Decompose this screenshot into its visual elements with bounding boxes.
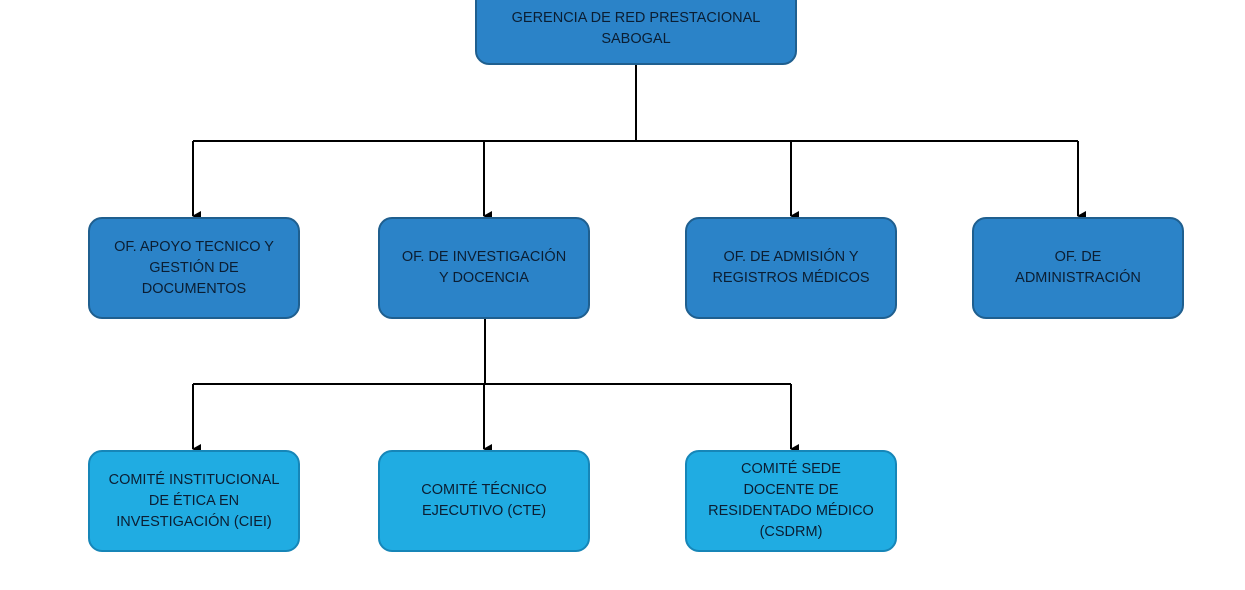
committee-node-ciei: COMITÉ INSTITUCIONAL DE ÉTICA EN INVESTI… — [88, 450, 300, 552]
committee-node-label: COMITÉ INSTITUCIONAL DE ÉTICA EN INVESTI… — [108, 471, 280, 530]
root-node-label: GERENCIA DE RED PRESTACIONAL SABOGAL — [511, 9, 761, 47]
committee-node-label: COMITÉ SEDE DOCENTE DE RESIDENTADO MÉDIC… — [708, 461, 874, 540]
office-node-admision: OF. DE ADMISIÓN Y REGISTROS MÉDICOS — [685, 217, 897, 319]
office-node-label: OF. DE INVESTIGACIÓN Y DOCENCIA — [401, 249, 567, 286]
office-node-investigacion: OF. DE INVESTIGACIÓN Y DOCENCIA — [378, 217, 590, 319]
office-node-label: OF. APOYO TECNICO Y GESTIÓN DE DOCUMENTO… — [114, 238, 274, 297]
committee-node-label: COMITÉ TÉCNICO EJECUTIVO (CTE) — [421, 482, 547, 519]
office-node-label: OF. DE ADMISIÓN Y REGISTROS MÉDICOS — [712, 249, 870, 286]
root-node-gerencia: GERENCIA DE RED PRESTACIONAL SABOGAL — [475, 0, 797, 65]
committee-node-cte: COMITÉ TÉCNICO EJECUTIVO (CTE) — [378, 450, 590, 552]
office-node-administracion: OF. DE ADMINISTRACIÓN — [972, 217, 1184, 319]
committee-node-csdrm: COMITÉ SEDE DOCENTE DE RESIDENTADO MÉDIC… — [685, 450, 897, 552]
office-node-label: OF. DE ADMINISTRACIÓN — [1015, 249, 1141, 286]
office-node-apoyo-tecnico: OF. APOYO TECNICO Y GESTIÓN DE DOCUMENTO… — [88, 217, 300, 319]
